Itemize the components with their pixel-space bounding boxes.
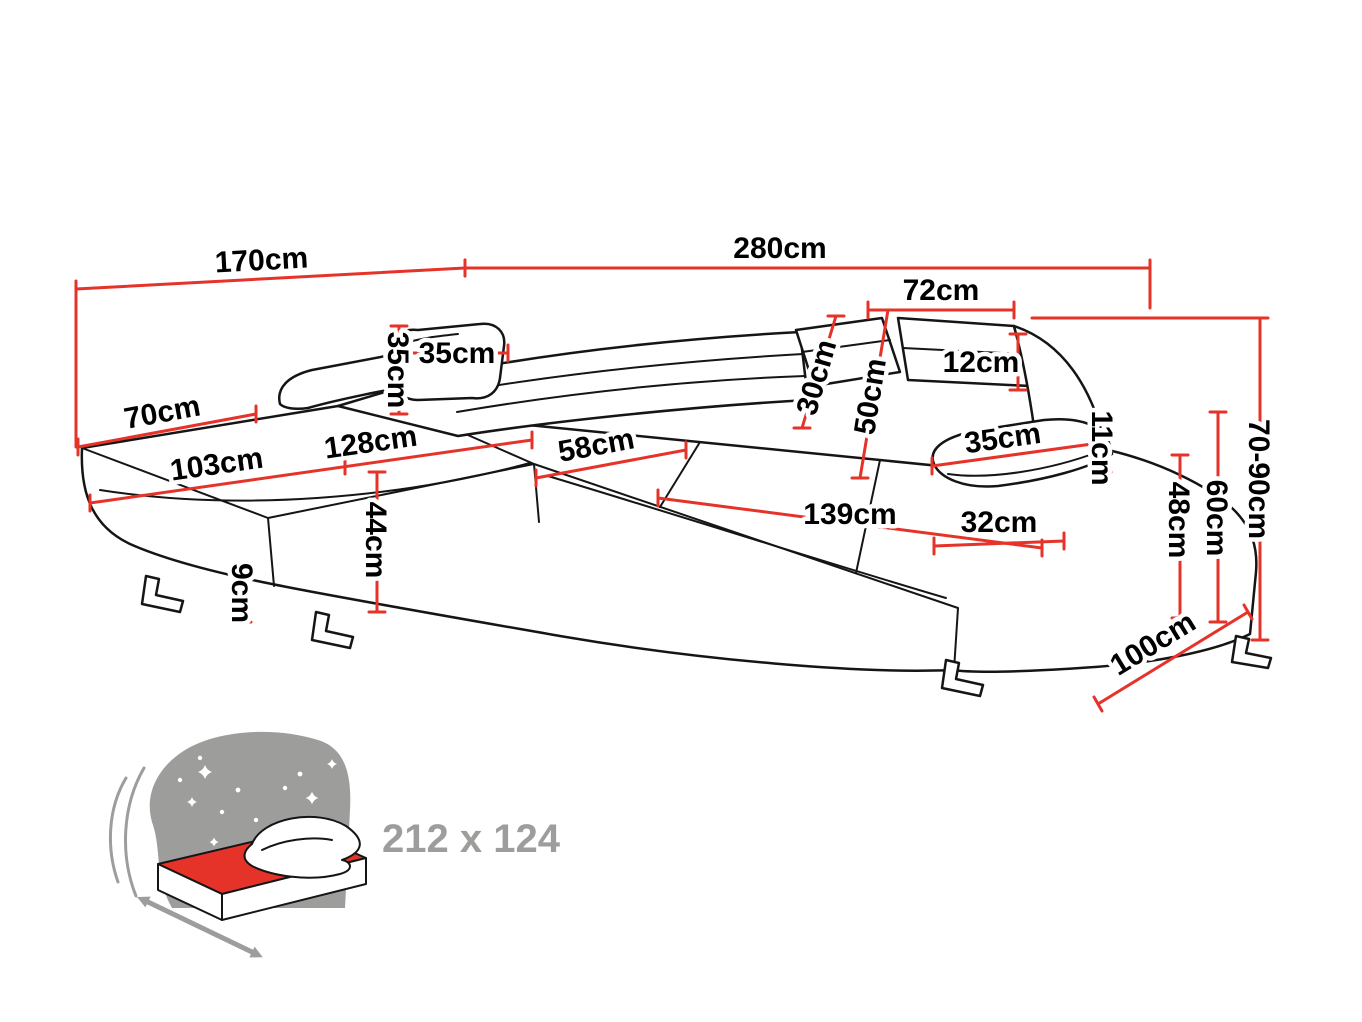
headrest-left-seam — [801, 339, 891, 353]
dim-backrest-top-line — [866, 300, 1016, 320]
dim-armrest-height-label: 60cm — [1200, 480, 1233, 557]
dim-total-width-label: 280cm — [733, 232, 826, 265]
dim-clearance-line — [233, 563, 253, 624]
dim-pillow-height-line — [389, 324, 409, 416]
leg-icon — [140, 574, 185, 614]
headrest-left-panel — [794, 316, 902, 388]
dimension-lines — [74, 258, 1270, 713]
dim-chaise-end-line — [76, 404, 258, 457]
dim-seat-length-label: 139cm — [803, 498, 896, 531]
dim-overall-height-label: 70-90cm — [1242, 419, 1275, 539]
dim-pillow-height-label: 35cm — [381, 332, 414, 409]
leg-icon — [1230, 634, 1273, 670]
armrest-seam — [947, 451, 1099, 477]
leg-icon — [940, 658, 985, 698]
sofa-line-drawing — [80, 316, 1273, 698]
headrest-right-seam — [902, 347, 1023, 355]
dim-corner-seat-line — [534, 440, 688, 488]
sleeping-area-label: 212 x 124 — [382, 817, 561, 861]
backrest — [336, 330, 810, 438]
dim-headrest-panel-line — [792, 314, 846, 430]
pillow-fold — [401, 333, 459, 345]
cushion-seams — [99, 413, 947, 599]
dim-armrest-inner-label: 32cm — [961, 506, 1038, 539]
unfold-arrow-icon — [137, 896, 263, 958]
bedding — [243, 815, 361, 879]
bedding-fold — [261, 837, 333, 851]
dim-armrest-height-line — [1208, 410, 1228, 624]
dim-backrest-top-label: 72cm — [903, 274, 980, 307]
dim-armrest-top-label: 11cm — [1085, 410, 1118, 485]
dim-seat-floor-line — [1170, 453, 1190, 620]
dim-armrest-width-line — [930, 434, 1094, 476]
pillow — [391, 322, 506, 402]
dim-overall-height-line — [1250, 316, 1270, 642]
dim-side-depth-line — [1092, 603, 1254, 713]
backrest-seams — [454, 353, 806, 413]
dim-pillow-width-line — [404, 343, 510, 363]
dim-pillow-width-label: 35cm — [419, 337, 496, 370]
sleeping-function-icon: 212 x 124 — [109, 731, 561, 958]
dim-clearance-label: 9cm — [225, 563, 258, 623]
dim-armrest-inner-line — [932, 531, 1066, 556]
dim-headrest-thickness-line — [1008, 332, 1028, 392]
sofa-legs — [140, 574, 1273, 698]
dim-seat-height-line — [367, 470, 387, 614]
dim-chaise-seat-line — [88, 430, 534, 513]
dim-chaise-depth-label: 170cm — [214, 242, 309, 280]
dim-chaise-depth-line — [74, 258, 467, 299]
unfold-motion-lines — [109, 766, 146, 898]
dim-headrest-thickness-label: 12cm — [943, 346, 1020, 379]
dim-seat-height-label: 44cm — [359, 502, 392, 579]
leg-icon — [310, 610, 355, 650]
dim-seat-floor-label: 48cm — [1162, 482, 1195, 559]
dim-armrest-top-line — [1093, 423, 1113, 474]
